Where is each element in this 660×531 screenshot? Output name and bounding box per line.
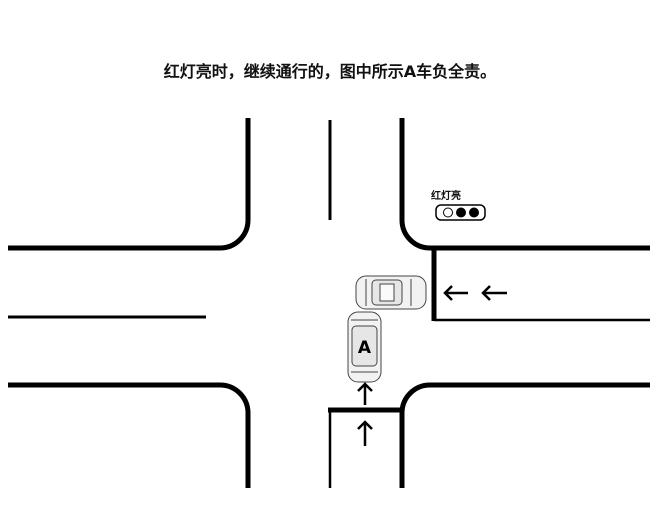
road-edge-top-left [8, 118, 251, 251]
arrows [357, 285, 507, 446]
road-edge-top-right [399, 118, 650, 251]
traffic-light-label: 红灯亮 [431, 191, 461, 202]
traffic-light-icon [435, 204, 486, 221]
road-edge-bottom-left [8, 382, 251, 488]
road-edges [8, 118, 650, 488]
car-a-label: A [358, 338, 372, 358]
car-a-icon: A [347, 311, 382, 383]
arrow-up-icon [357, 420, 373, 446]
arrow-left-icon [443, 285, 468, 301]
car-crossing-icon [355, 275, 427, 310]
arrow-left-icon [481, 285, 507, 301]
road-edge-bottom-right [399, 382, 650, 488]
caption-title: 红灯亮时，继续通行的，图中所示A车负全责。 [163, 62, 497, 81]
arrow-up-icon [357, 382, 373, 405]
